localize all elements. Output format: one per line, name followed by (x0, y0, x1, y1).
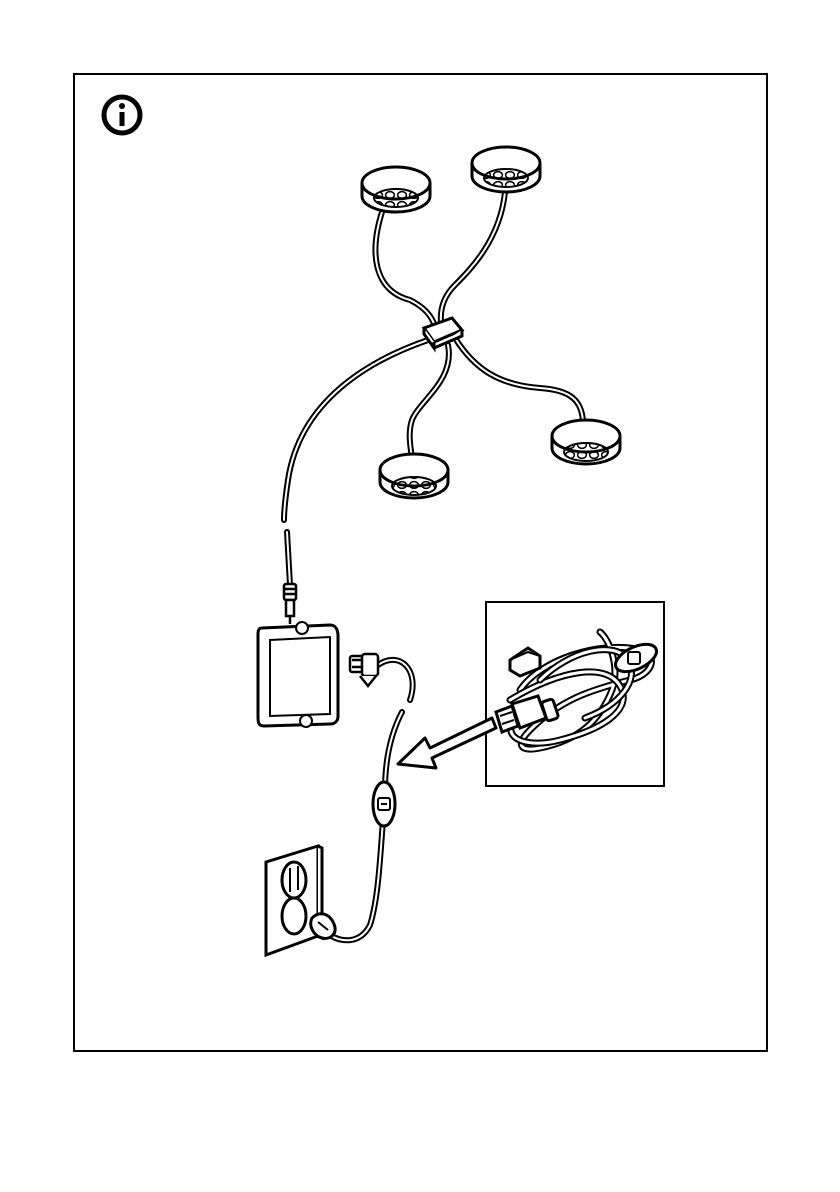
led-puck-light-right (552, 420, 620, 464)
detail-inset-frame (486, 602, 664, 786)
power-adapter (258, 622, 338, 727)
led-puck-light-top-right (472, 147, 540, 192)
wall-outlet (266, 846, 322, 955)
panel-frame (74, 74, 767, 1051)
info-icon (104, 97, 140, 133)
inline-switch (373, 782, 395, 826)
led-puck-light-bottom-center (380, 454, 448, 498)
led-puck-light-top-left (362, 167, 430, 212)
wall-plug (311, 914, 335, 939)
